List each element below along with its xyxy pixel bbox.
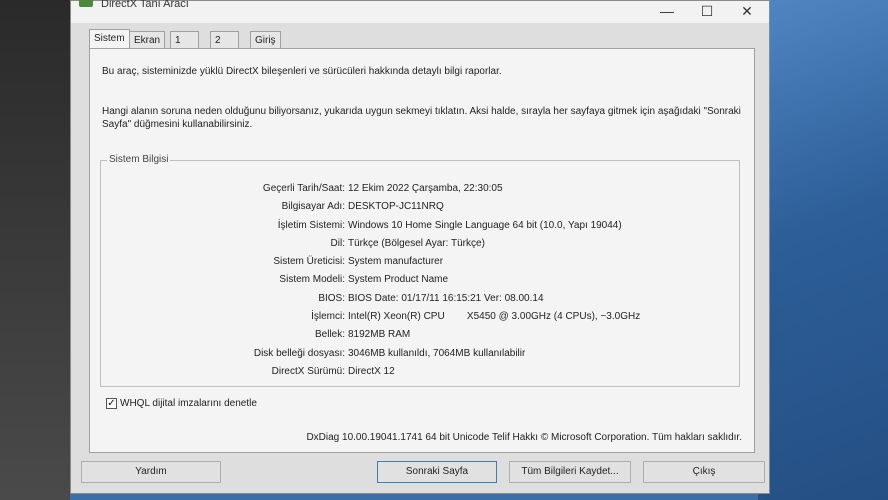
info-label: Dil: (330, 238, 345, 249)
window-title: DirectX Tanı Aracı (101, 0, 189, 10)
info-label: Sistem Üreticisi: (273, 256, 345, 267)
info-label: İşlemci: (311, 311, 345, 322)
system-tab-panel: Bu araç, sisteminizde yüklü DirectX bile… (89, 48, 755, 453)
info-label: Bilgisayar Adı: (281, 201, 345, 212)
info-value: 8192MB RAM (348, 329, 411, 340)
info-row-bios: BIOS: BIOS Date: 01/17/11 16:15:21 Ver: … (101, 293, 741, 307)
info-value: Intel(R) Xeon(R) CPU X5450 @ 3.00GHz (4 … (348, 311, 641, 322)
info-row-directx-version: DirectX Sürümü: DirectX 12 (101, 366, 741, 380)
info-label: Bellek: (314, 329, 345, 340)
save-all-info-button[interactable]: Tüm Bilgileri Kaydet... (509, 461, 631, 483)
info-value: 3046MB kullanıldı, 7064MB kullanılabilir (348, 348, 526, 359)
info-row-model: Sistem Modeli: System Product Name (101, 274, 741, 288)
dxdiag-window: DirectX Tanı Aracı — ☐ ✕ Sistem Ekran 1 … (70, 0, 770, 494)
info-value: 12 Ekim 2022 Çarşamba, 22:30:05 (348, 183, 503, 194)
intro-text: Bu araç, sisteminizde yüklü DirectX bile… (102, 66, 502, 77)
desktop-background-left (0, 0, 70, 500)
info-label: Disk belleği dosyası: (253, 348, 345, 359)
tab-giris[interactable]: Giriş (250, 31, 281, 48)
info-label: İşletim Sistemi: (277, 220, 345, 231)
whql-checkbox[interactable]: ✓ (106, 398, 117, 409)
info-label: BIOS: (318, 293, 345, 304)
tab-ekran[interactable]: Ekran (129, 31, 166, 48)
info-row-memory: Bellek: 8192MB RAM (101, 329, 741, 343)
system-info-group: Sistem Bilgisi Geçerli Tarih/Saat: 12 Ek… (100, 154, 741, 387)
info-label: DirectX Sürümü: (271, 366, 345, 377)
title-bar[interactable]: DirectX Tanı Aracı — ☐ ✕ (71, 0, 769, 23)
system-info-title: Sistem Bilgisi (107, 154, 171, 165)
info-row-page-file: Disk belleği dosyası: 3046MB kullanıldı,… (101, 348, 741, 362)
tab-ses-1[interactable]: 1 Sesi (170, 31, 200, 63)
minimize-button[interactable]: — (660, 3, 674, 19)
info-row-manufacturer: Sistem Üreticisi: System manufacturer (101, 256, 741, 270)
desktop-background-right (758, 0, 888, 500)
info-row-computer-name: Bilgisayar Adı: DESKTOP-JC11NRQ (101, 201, 741, 215)
info-value: BIOS Date: 01/17/11 16:15:21 Ver: 08.00.… (348, 293, 544, 304)
whql-checkbox-label[interactable]: WHQL dijital imzalarını denetle (120, 398, 257, 409)
close-button[interactable]: ✕ (741, 3, 753, 19)
maximize-button[interactable]: ☐ (700, 3, 714, 19)
info-label: Sistem Modeli: (279, 274, 345, 285)
help-button[interactable]: Yardım (81, 461, 221, 483)
info-value: DESKTOP-JC11NRQ (348, 201, 444, 212)
info-value: Windows 10 Home Single Language 64 bit (… (348, 220, 622, 231)
info-row-processor: İşlemci: Intel(R) Xeon(R) CPU X5450 @ 3.… (101, 311, 741, 325)
info-value: System Product Name (348, 274, 449, 285)
info-row-datetime: Geçerli Tarih/Saat: 12 Ekim 2022 Çarşamb… (101, 183, 741, 197)
info-label: Geçerli Tarih/Saat: (262, 183, 345, 194)
instructions-text: Hangi alanın soruna neden olduğunu biliy… (102, 106, 741, 130)
tab-ses-2[interactable]: 2 Sesi (210, 31, 240, 63)
info-value: DirectX 12 (348, 366, 395, 377)
tab-sistem[interactable]: Sistem (89, 29, 130, 49)
next-page-button[interactable]: Sonraki Sayfa (377, 461, 497, 483)
info-row-language: Dil: Türkçe (Bölgesel Ayar: Türkçe) (101, 238, 741, 252)
info-row-os: İşletim Sistemi: Windows 10 Home Single … (101, 220, 741, 234)
copyright-footer: DxDiag 10.00.19041.1741 64 bit Unicode T… (306, 432, 742, 443)
info-value: Türkçe (Bölgesel Ayar: Türkçe) (348, 238, 485, 249)
directx-app-icon (79, 0, 93, 7)
exit-button[interactable]: Çıkış (643, 461, 765, 483)
info-value: System manufacturer (348, 256, 444, 267)
